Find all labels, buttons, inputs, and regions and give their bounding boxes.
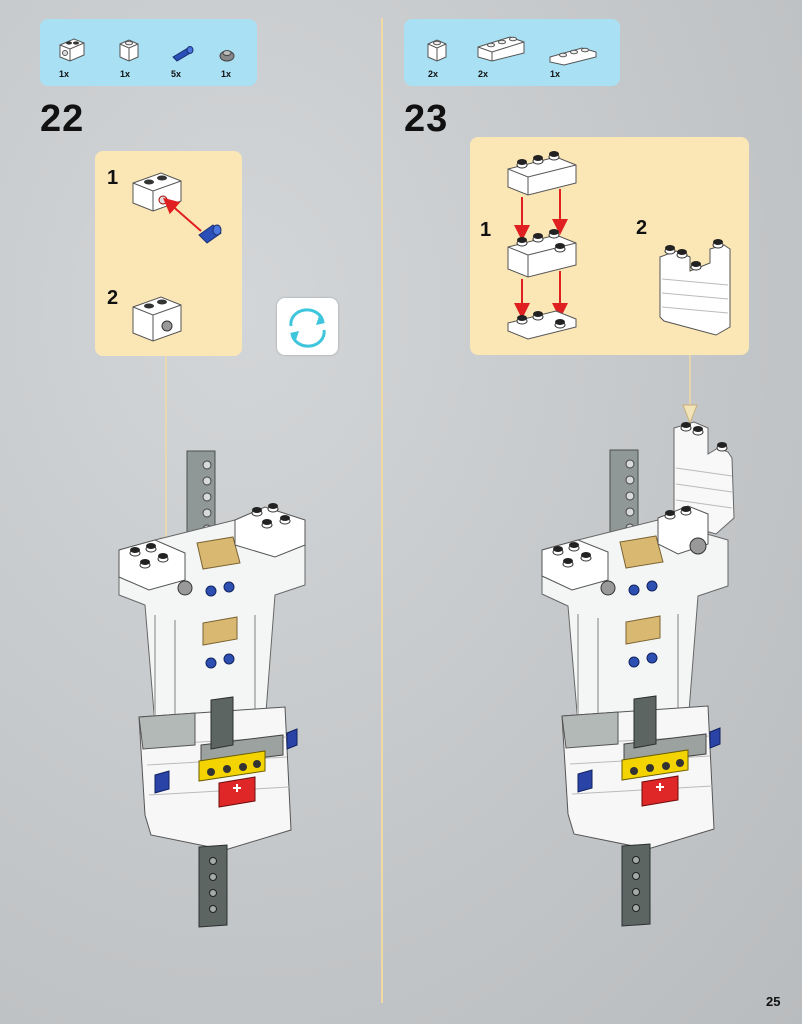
part-technic-pin-icon (172, 46, 194, 62)
substep-assembled-stack-icon (659, 238, 731, 336)
part-qty: 2x (428, 69, 439, 79)
part-brick-with-hole-icon (59, 38, 85, 62)
part-qty: 1x (221, 69, 232, 79)
part-brick-1x3-icon (477, 36, 525, 62)
substep-box-step-22: 1 2 (95, 151, 242, 356)
part-qty: 2x (478, 69, 489, 79)
model-assembly-step-22 (118, 450, 306, 928)
substep-number: 1 (107, 167, 119, 189)
page-divider (381, 18, 383, 1003)
substep-stack-bricks-icon (507, 150, 577, 340)
part-qty: 1x (120, 69, 131, 79)
part-plate-1x3-icon (549, 47, 597, 66)
parts-list-step-22: 1x 1x 5x 1x (40, 19, 257, 86)
part-brick-1x1-icon (427, 39, 447, 62)
substep-box-step-23: 1 2 (470, 137, 749, 355)
parts-list-step-23: 2x 2x 1x (404, 19, 620, 86)
step-number-22: 22 (40, 98, 85, 140)
part-qty: 1x (59, 69, 70, 79)
part-qty: 1x (550, 69, 561, 79)
substep-brick-with-pin-icon (132, 172, 222, 244)
substep-number: 2 (636, 217, 648, 239)
page-number: 25 (766, 994, 781, 1009)
substep-number: 2 (107, 287, 119, 309)
part-brick-1x1-icon (119, 39, 139, 62)
part-round-plate-icon (219, 50, 235, 62)
placement-guide-arrow (682, 355, 698, 425)
step-number-23: 23 (404, 98, 449, 140)
substep-brick-assembled-icon (132, 296, 182, 342)
model-assembly-step-23 (541, 421, 735, 927)
part-qty: 5x (171, 69, 182, 79)
rotate-model-indicator (277, 298, 338, 355)
rotate-arrows-icon (289, 308, 326, 348)
substep-number: 1 (480, 219, 492, 241)
